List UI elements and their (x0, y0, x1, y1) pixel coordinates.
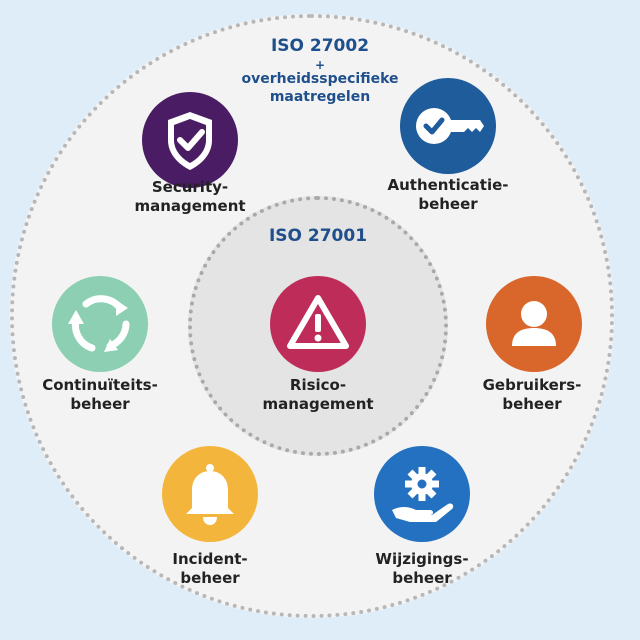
security-management-label: Security- management (100, 178, 280, 216)
label-line: Gebruikers- (482, 376, 582, 394)
authenticatie-beheer-circle (400, 78, 496, 174)
label-line: management (262, 395, 374, 413)
gear-hand-icon (392, 467, 454, 522)
outer-subtitle: overheidsspecifieke maatregelen (200, 70, 440, 106)
continuiteits-beheer-label: Continuïteits- beheer (10, 376, 190, 414)
label-line: management (134, 197, 246, 215)
label-line: beheer (418, 195, 478, 213)
label-line: beheer (502, 395, 562, 413)
bell-icon (186, 464, 234, 525)
key-check-icon (416, 108, 484, 144)
shield-check-icon (168, 112, 212, 170)
risico-management-label: Risico- management (228, 376, 408, 414)
inner-title: ISO 27001 (268, 226, 368, 246)
label-line: Incident- (172, 550, 248, 568)
incident-beheer-label: Incident- beheer (120, 550, 300, 588)
outer-subtitle-line1: overheidsspecifieke (241, 71, 399, 87)
label-line: Risico- (289, 376, 347, 394)
wijzigings-beheer-label: Wijzigings- beheer (332, 550, 512, 588)
label-line: beheer (180, 569, 240, 587)
label-line: Authenticatie- (387, 176, 509, 194)
wijzigings-beheer-circle (374, 446, 470, 542)
outer-plus: + (314, 58, 326, 72)
outer-title: ISO 27002 (270, 36, 370, 56)
continuiteits-beheer-circle (52, 276, 148, 372)
label-line: Continuïteits- (42, 376, 158, 394)
warning-triangle-icon (287, 295, 349, 349)
gebruikers-beheer-label: Gebruikers- beheer (442, 376, 622, 414)
label-line: Security- (151, 178, 229, 196)
authenticatie-beheer-label: Authenticatie- beheer (358, 176, 538, 214)
cycle-arrows-icon (68, 295, 130, 352)
gebruikers-beheer-circle (486, 276, 582, 372)
risico-management-circle (270, 276, 366, 372)
incident-beheer-circle (162, 446, 258, 542)
security-management-circle (142, 92, 238, 188)
label-line: Wijzigings- (375, 550, 469, 568)
outer-subtitle-line2: maatregelen (269, 89, 371, 105)
user-icon (512, 301, 556, 346)
label-line: beheer (70, 395, 130, 413)
label-line: beheer (392, 569, 452, 587)
